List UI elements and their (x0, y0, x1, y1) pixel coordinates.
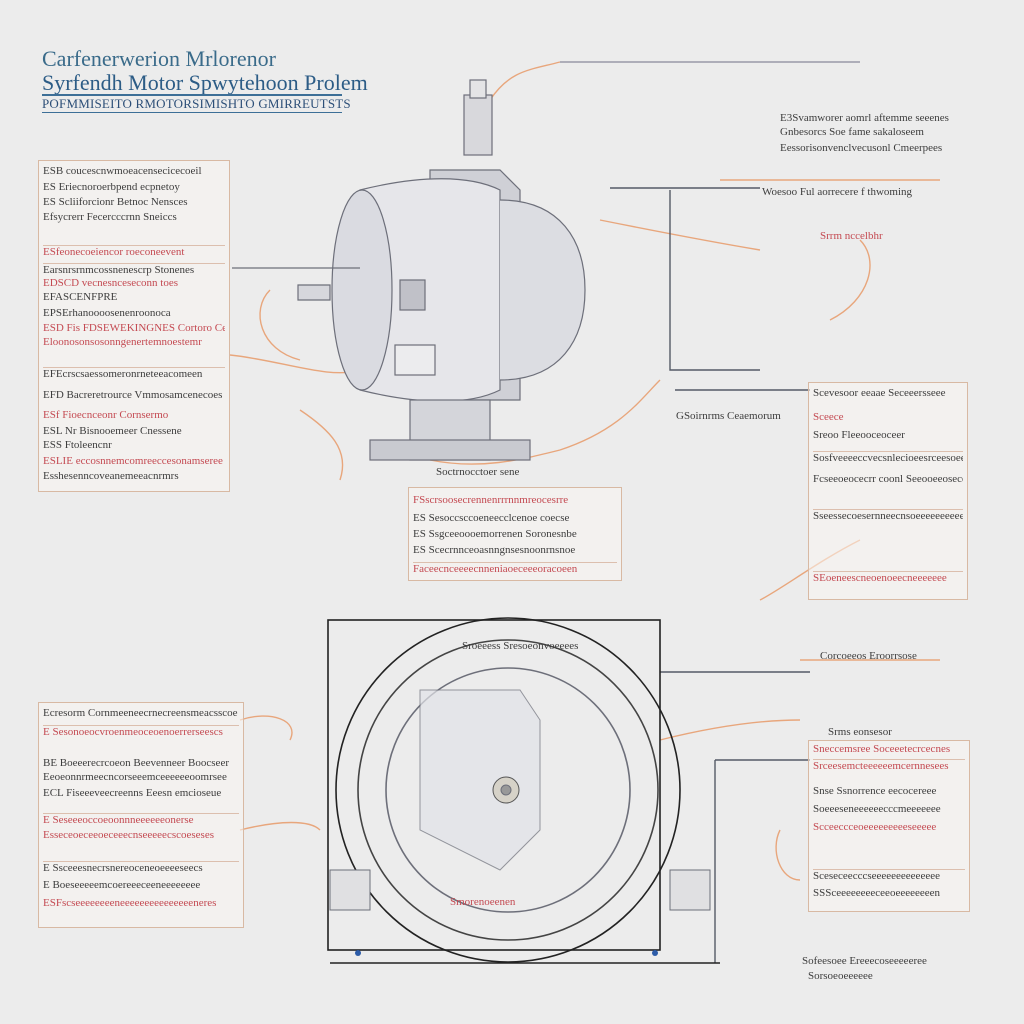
panel-left-top-row: EPSErhanoooosenenroonoca (43, 307, 171, 319)
wiring-curves (229, 61, 940, 881)
panel-center-row: ES Scecrnnceoasnngnsesnoonrnsnoe (413, 544, 576, 556)
panel-right-bottom-row: Scceeccceoeeeeeeeeeseeeee (813, 821, 937, 833)
panel-right-mid: Scevesoor eeaae Seceeersseee Sceece Sreo… (808, 382, 968, 600)
callout-top-4: Woesoo Ful aorrecere f thwoming (762, 186, 913, 198)
panel-left-top-row: Esshesenncoveanemeeacnrmrs (43, 470, 179, 482)
panel-right-mid-row: Sseessecoesernneecnsoeeeeeeeeee (813, 509, 963, 522)
panel-left-bottom-row: E Sesonoeocvroenmeoceoenoerrerseescs (43, 725, 239, 739)
panel-center-row: FSscrsoosecrennenrrrnnmreocesrre (413, 494, 569, 506)
callout-top-3: Eessorisonvenclvecusonl Cmeerpees (780, 142, 943, 154)
panel-right-mid-row: Sreoo Fleeooceoceer (813, 429, 905, 441)
panel-left-top-row: ES Scliiforcionr Betnoc Nensces (43, 196, 188, 208)
panel-right-bottom-row: Soeeeseneeeeeecccmeeeeeee (813, 803, 941, 815)
panel-left-top-row: EFASCENFPRE (43, 291, 118, 303)
panel-right-bottom-row: Sneccemsree Soceeetecrcecnes (813, 743, 951, 755)
motor-front-view (327, 617, 720, 964)
subtitle-underline (42, 112, 342, 113)
panel-left-top-row: EFD Bacreretrource Vmmosamcenecoes (43, 389, 223, 401)
panel-left-bottom-row: E Boeseeeeemcoereeeceeneeeeeeee (43, 879, 201, 891)
title-underline (42, 94, 342, 96)
callout-top-7: Soctrnocctoer sene (436, 466, 520, 478)
diagram-subtitle: POFMMISEITO RMOTORSIMISHTO GMIRREUTSTS (42, 96, 351, 111)
callout-top-5: GSoirnrms Ceaemorum (676, 410, 781, 422)
rotor-label: Smorenoeenen (450, 896, 516, 908)
panel-left-top-row: EFEcrscsaessomeronrneteeacomeen (43, 367, 225, 381)
panel-center-row: ES Sesoccsccoeneecclcenoe coecse (413, 512, 570, 524)
panel-left-top-row: Eloonosonsosonngenertemnoestemr (43, 336, 202, 348)
callout-top-2: Gnbesorcs Soe fame sakaloseem (780, 126, 924, 138)
panel-right-bottom-row: SSSceeeeeeeeceeoeeeeeeeen (813, 887, 940, 899)
panel-left-bottom: Ecresorm Cornmeeneecrnecreensmeacsscoe E… (38, 702, 244, 928)
diagram-title-line2: Syrfendh Motor Spwytehoon Prolem (42, 70, 368, 95)
panel-center-row: ES Ssgceeoooemorrenen Soronesnbe (413, 528, 577, 540)
motor-3d-view (232, 79, 586, 461)
panel-right-bottom-row: Srceesemcteeeeeemcernnesees (813, 759, 965, 773)
stator-label: Sroeeess Sresoeonvoeeees (462, 640, 579, 652)
panel-left-top-row: Earsnrsrnmcossnenescrp Stonenes (43, 263, 225, 277)
panel-right-mid-row: Fcseeoeocecrr coonl Seeooeeosecer (813, 473, 963, 485)
panel-right-bottom: Sneccemsree Soceeetecrcecnes Srceesemcte… (808, 740, 970, 912)
panel-left-bottom-row: Esseceoeceeoeceeecnseeeeecscoeseses (43, 829, 214, 841)
panel-center-row: Faceecnceeeecnneniaoeceeeoracoeen (413, 562, 617, 576)
callout-top-6: Srrm nccelbhr (820, 230, 883, 242)
panel-left-top-row: ESfeonecoeiencor roeconeevent (43, 245, 225, 259)
panel-left-top-row: ESB coucescnwmoeacensecicecoeil (43, 165, 202, 177)
panel-left-top-row: EDSCD vecnesnceseconn toes (43, 277, 179, 289)
panel-left-top-row: ESS Ftoleencnr (43, 439, 112, 451)
panel-right-mid-row: Sosfveeeeccvecsnlecioeesrceesoeee (813, 451, 963, 464)
panel-right-mid-row: Scevesoor eeaae Seceeersseee (813, 387, 946, 399)
panel-left-top-row: ES Eriecnoroerbpend ecpnetoy (43, 181, 180, 193)
panel-left-bottom-row: ESFscseeeeeeeeneeeeeeeeeeeeeeeneres (43, 897, 217, 909)
leader-lines (669, 190, 810, 963)
panel-left-top-row: ESL Nr Bisnooemeer Cnessene (43, 425, 182, 437)
panel-left-bottom-row: Eeoeonnrmeecncorseeemceeeeeeoomrsee (43, 771, 227, 783)
panel-left-bottom-row: E Seseeeoccoeoonnneeeeeeonerse (43, 813, 239, 827)
panel-right-bottom-row: Sceseceecccseeeeeeeeeeeeee (813, 869, 965, 883)
panel-right-mid-row: Sceece (813, 411, 844, 423)
panel-left-top-row: ESLIE eccosnnemcomreeccesonamseree (43, 455, 223, 467)
panel-left-bottom-row: E Ssceeesnecrsnereoceneoeeeeseecs (43, 861, 239, 875)
panel-left-bottom-row: Ecresorm Cornmeeneecrnecreensmeacsscoe (43, 707, 238, 719)
panel-left-top-row: ESD Fis FDSEWEKINGNES Cortoro Ceoas (43, 322, 225, 334)
panel-left-bottom-row: BE Boeeerecrcoeon Beevenneer Boocseer (43, 757, 229, 769)
panel-right-bottom-heading: Srms eonsesor (828, 726, 892, 738)
panel-left-bottom-row: ECL Fiseeeveecreenns Eeesn emcioseue (43, 787, 222, 799)
rotor-detail (329, 689, 711, 956)
callout-bottom-2: Sofeesoee Ereeecoseeeeeree (802, 955, 927, 967)
panel-left-top: ESB coucescnwmoeacensecicecoeil ES Eriec… (38, 160, 230, 492)
panel-left-top-row: ESf Fioecnceonr Cornsermo (43, 409, 169, 421)
panel-left-top-row: Efsycrerr Fecercccrnn Sneiccs (43, 211, 177, 223)
callout-bottom-1: Corcoeeos Eroorrsose (820, 650, 917, 662)
diagram-title-line1: Carfenerwerion Mrlorenor (42, 46, 276, 71)
callout-top-1: E3Svamworer aomrl aftemme seeenes (780, 112, 949, 124)
callout-bottom-3: Sorsoeoeeeeee (808, 970, 873, 982)
panel-center: FSscrsoosecrennenrrrnnmreocesrre ES Seso… (408, 487, 622, 581)
panel-right-mid-row: SEoeneescneoenoeecneeeeeee (813, 571, 963, 585)
panel-right-bottom-row: Snse Ssnorrence eecocereee (813, 785, 937, 797)
